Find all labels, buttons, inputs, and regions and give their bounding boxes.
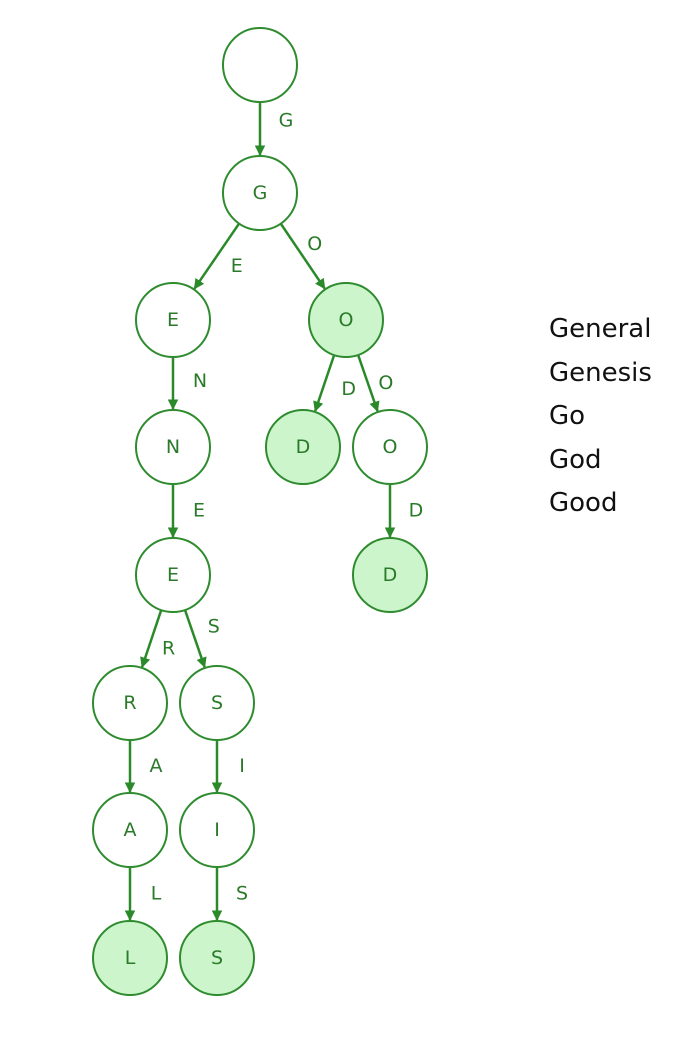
node-label: O — [339, 309, 354, 331]
edge-label: D — [409, 500, 424, 522]
word-list: General Genesis Go God Good — [549, 308, 652, 526]
trie-node-word-end: D — [265, 409, 341, 485]
node-circle — [308, 282, 384, 358]
trie-node: S — [179, 665, 255, 741]
node-circle — [135, 409, 211, 485]
trie-node: G — [222, 155, 298, 231]
node-label: E — [167, 309, 179, 331]
node-circle — [92, 920, 168, 996]
node-label: R — [123, 692, 136, 714]
trie-node-word-end: D — [352, 537, 428, 613]
node-label: S — [211, 947, 223, 969]
node-circle — [265, 409, 341, 485]
node-circle — [179, 920, 255, 996]
trie-edge: I — [211, 740, 245, 794]
word-item: Genesis — [549, 357, 652, 388]
trie-edge: R — [140, 609, 175, 668]
edge-label: G — [279, 110, 294, 132]
edge-label: D — [341, 378, 356, 400]
node-label: A — [124, 819, 137, 841]
edge-label: L — [151, 883, 162, 905]
trie-edge: D — [384, 484, 424, 539]
trie-node: I — [179, 792, 255, 868]
node-label: D — [296, 436, 311, 458]
edge-arrow — [183, 609, 207, 669]
edge-arrow — [313, 354, 336, 413]
word-item: Good — [549, 488, 618, 518]
node-circle — [179, 665, 255, 741]
edge-label: S — [236, 883, 248, 905]
trie-node: R — [92, 665, 168, 741]
edge-label: O — [378, 372, 393, 394]
node-label: G — [253, 182, 268, 204]
trie-edge: N — [167, 357, 207, 411]
edge-label: A — [150, 755, 163, 777]
edge-label: S — [208, 616, 220, 638]
node-label: D — [383, 564, 398, 586]
edge-label: O — [307, 233, 322, 255]
node-circle — [222, 155, 298, 231]
trie-edge: O — [356, 354, 393, 413]
trie-node: N — [135, 409, 211, 485]
node-circle — [135, 282, 211, 358]
trie-node: E — [135, 537, 211, 613]
node-label: E — [167, 564, 179, 586]
node-label: L — [125, 947, 136, 969]
edge-label: E — [193, 500, 205, 522]
edge-arrow — [279, 222, 326, 290]
node-circle — [135, 537, 211, 613]
trie-edge: L — [124, 867, 162, 922]
word-item: Go — [549, 401, 586, 431]
trie-node-word-end: S — [179, 920, 255, 996]
node-circle — [92, 665, 168, 741]
trie-edge: G — [254, 102, 294, 157]
node-label: O — [383, 436, 398, 458]
edge-label: N — [193, 370, 207, 392]
trie-node: A — [92, 792, 168, 868]
trie-edge: A — [124, 740, 163, 794]
edge-arrow — [193, 222, 241, 290]
edge-arrow — [356, 354, 380, 413]
edge-arrow — [140, 609, 163, 668]
trie-node — [222, 27, 298, 103]
edge-label: R — [162, 638, 175, 660]
edge-label: E — [231, 255, 243, 277]
edge-label: I — [239, 755, 245, 777]
word-item: God — [549, 444, 602, 475]
trie-edge: E — [193, 222, 243, 290]
node-circle — [179, 792, 255, 868]
trie-edge: S — [211, 867, 248, 922]
node-circle — [352, 537, 428, 613]
trie-edge: O — [279, 222, 326, 290]
node-label: N — [166, 436, 180, 458]
trie-node: E — [135, 282, 211, 358]
trie-node-word-end: O — [308, 282, 384, 358]
trie-edge: S — [183, 609, 220, 669]
trie-edge: D — [313, 354, 356, 413]
node-circle — [352, 409, 428, 485]
node-label: I — [214, 819, 220, 841]
node-circle — [222, 27, 298, 103]
word-item: General — [549, 314, 652, 344]
trie-edge: E — [167, 484, 205, 539]
trie-node: O — [352, 409, 428, 485]
trie-node-word-end: L — [92, 920, 168, 996]
node-label: S — [211, 692, 223, 714]
node-circle — [92, 792, 168, 868]
